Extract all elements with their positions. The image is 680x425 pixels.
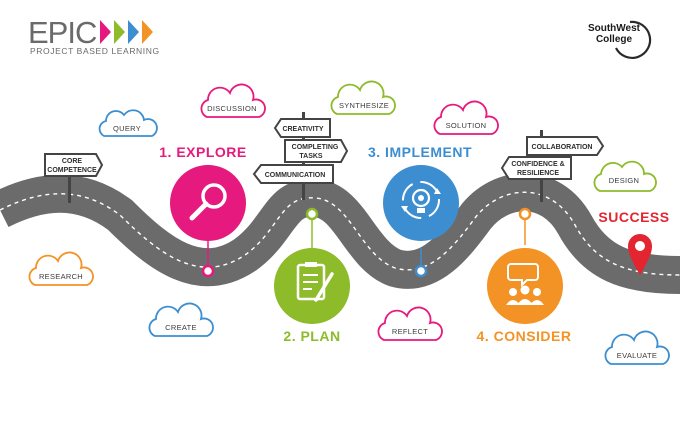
sign-communication-board (252, 164, 334, 184)
sign-core-competence-line2: COMPETENCE (47, 167, 97, 174)
success-label: SUCCESS (598, 209, 669, 225)
cloud-synthesize: SYNTHESIZE (330, 80, 396, 115)
sign-communication: COMMUNICATION (265, 172, 326, 179)
group-discussion-icon (506, 263, 544, 305)
consider-marker (518, 207, 532, 221)
sign-core-competence-line1: CORE (62, 158, 83, 165)
clipboard-icon (296, 262, 334, 302)
magnifier-icon (189, 183, 227, 221)
cloud-synthesize-label: SYNTHESIZE (339, 101, 389, 110)
plan-marker (305, 207, 319, 221)
sign-creativity-board (273, 118, 331, 138)
gear-bulb-icon (401, 181, 441, 219)
stage-implement-label: 3. IMPLEMENT (368, 144, 472, 160)
college-name-line1: SouthWest (588, 23, 641, 34)
plan-badge (274, 248, 350, 324)
college-name-line2: College (596, 34, 633, 45)
cloud-create: CREATE (148, 302, 214, 337)
cloud-solution: SOLUTION (433, 100, 499, 135)
cloud-research-label: RESEARCH (39, 272, 83, 281)
cloud-discussion: DISCUSSION (200, 83, 266, 118)
sign-confidence-line2: RESILIENCE (517, 170, 559, 177)
arrow-orange-icon (142, 20, 153, 44)
sign-confidence-board (500, 156, 572, 180)
cloud-discussion-label: DISCUSSION (207, 104, 257, 113)
road (0, 173, 680, 294)
sign-collaboration-board (526, 136, 605, 156)
sign-cluster-explore: CREATIVITY COMPLETING TASKS COMMUNICATIO… (252, 112, 349, 200)
stage-plan-label: 2. PLAN (283, 328, 340, 344)
arrow-green-icon (114, 20, 125, 44)
sign-collaboration: COLLABORATION (532, 144, 593, 151)
stage-consider-label: 4. CONSIDER (477, 328, 572, 344)
cloud-query-label: QUERY (113, 124, 141, 133)
cloud-reflect-label: REFLECT (392, 327, 428, 336)
college-logo: SouthWest College (588, 20, 652, 59)
sign-completing-tasks-line1: COMPLETING (292, 144, 339, 151)
sign-core-competence: CORE COMPETENCE (44, 153, 104, 203)
epic-logo-subtitle: PROJECT BASED LEARNING (30, 46, 160, 56)
cloud-design: DESIGN (593, 160, 657, 192)
sign-cluster-consider: COLLABORATION CONFIDENCE & RESILIENCE (500, 130, 605, 202)
stage-explore: 1. EXPLORE (159, 144, 246, 241)
arrow-pink-icon (100, 20, 111, 44)
sign-confidence-line1: CONFIDENCE & (511, 161, 564, 168)
sign-core-competence-board (44, 153, 104, 177)
cloud-reflect: REFLECT (377, 306, 443, 341)
cloud-solution-label: SOLUTION (446, 121, 487, 130)
stage-explore-label: 1. EXPLORE (159, 144, 246, 160)
epic-logo: EPIC PROJECT BASED LEARNING (28, 15, 160, 56)
stage-markers (201, 207, 532, 278)
implement-badge (383, 165, 459, 241)
map-pin-icon (628, 234, 652, 275)
stage-implement: 3. IMPLEMENT (368, 144, 472, 241)
cloud-design-label: DESIGN (609, 176, 640, 185)
stage-plan: 2. PLAN (274, 248, 350, 344)
explore-marker (201, 264, 215, 278)
epic-logo-text: EPIC (28, 15, 97, 50)
stage-consider: 4. CONSIDER (477, 248, 572, 344)
road-centre-line (0, 191, 680, 276)
success-goal: SUCCESS (598, 209, 669, 275)
implement-marker (414, 264, 428, 278)
sign-creativity: CREATIVITY (282, 126, 323, 133)
arrow-blue-icon (128, 20, 139, 44)
cloud-create-label: CREATE (165, 323, 197, 332)
sign-completing-tasks-line2: TASKS (299, 153, 323, 160)
cloud-query: QUERY (98, 109, 158, 137)
cloud-research: RESEARCH (28, 251, 94, 286)
cloud-evaluate-label: EVALUATE (617, 351, 657, 360)
sign-completing-tasks-board (284, 139, 349, 163)
cloud-evaluate: EVALUATE (604, 330, 670, 365)
